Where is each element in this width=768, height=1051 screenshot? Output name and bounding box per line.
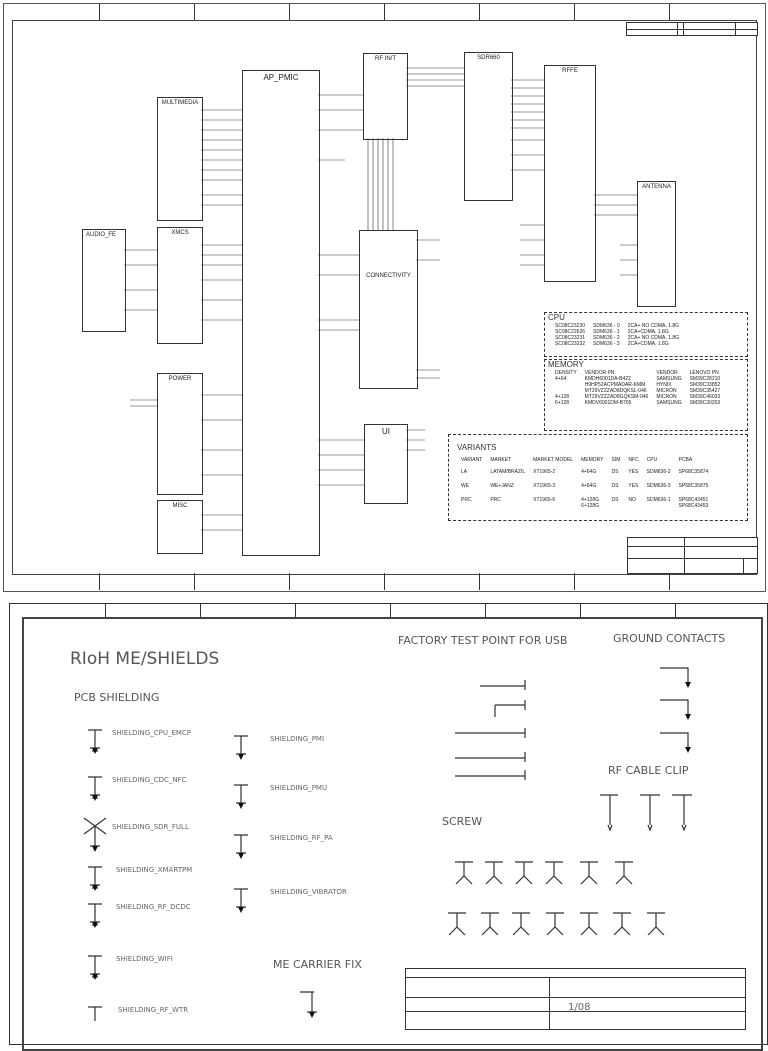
me-carrier-fix-heading: ME CARRIER FIX xyxy=(273,958,362,971)
ground-contacts-heading: GROUND CONTACTS xyxy=(613,632,726,645)
rf-cable-clip-heading: RF CABLE CLIP xyxy=(608,764,689,777)
pcb-shielding-heading: PCB SHIELDING xyxy=(74,691,160,704)
ground-symbol-icon xyxy=(88,903,102,926)
block-sdr: SDR660 xyxy=(464,52,513,201)
block-audio-fe-label: AUDIO_FE xyxy=(86,232,117,238)
shield-label: SHIELDING_XMARTPM xyxy=(116,866,193,874)
block-rffe-label: RFFE xyxy=(562,68,578,74)
block-rf-in-out: RF IN/T xyxy=(363,53,408,140)
block-xmcs-label: XMCS xyxy=(171,230,189,236)
screw-symbol-icon xyxy=(515,861,533,885)
shield-label: SHIELDING_RF_WTR xyxy=(118,1006,189,1014)
cpu-table-title: CPU xyxy=(548,313,565,322)
block-misc: MISC xyxy=(157,500,203,554)
shield-label: SHIELDING_VIBRATOR xyxy=(270,888,347,896)
screw-symbol-icon xyxy=(485,861,503,885)
block-multimedia-label: MULTIMEDIA xyxy=(161,100,199,106)
page-title: RIoH ME/SHIELDS xyxy=(70,649,220,669)
screw-symbol-icon xyxy=(512,912,530,936)
revision-block xyxy=(626,22,758,36)
shield-label: SHIELDING_CPU_EMCP xyxy=(112,729,192,737)
screw-symbol-icon xyxy=(546,912,564,936)
sheet-number: 1/08 xyxy=(568,1002,591,1013)
ground-symbol-icon xyxy=(234,784,248,804)
block-ap-pmic: AP_PMIC xyxy=(242,70,320,556)
block-rffe: RFFE xyxy=(544,65,596,282)
sheet-2-title-block: 1/08 xyxy=(405,968,746,1030)
memory-table-title: MEMORY xyxy=(548,360,584,369)
shield-label: SHIELDING_SDR_FULL xyxy=(112,823,189,831)
ground-symbol-icon xyxy=(234,735,248,755)
ground-symbol-icon xyxy=(88,866,102,889)
ground-symbol-icon xyxy=(88,955,102,978)
block-rf-in-out-label: RF IN/T xyxy=(375,56,396,62)
block-sdr-label: SDR660 xyxy=(477,55,500,61)
variants-table-title: VARIANTS xyxy=(457,443,497,452)
screw-symbol-icon xyxy=(613,912,631,936)
screw-symbol-icon xyxy=(580,912,598,936)
screw-symbol-icon xyxy=(580,861,598,885)
block-ui-label: UI xyxy=(382,427,390,436)
ground-symbol-icon xyxy=(88,1006,102,1021)
factory-test-heading: FACTORY TEST POINT FOR USB xyxy=(398,634,568,647)
block-misc-label: MISC xyxy=(172,503,188,509)
shield-label: SHIELDING_CDC_NFC xyxy=(112,776,187,784)
block-antenna: ANTENNA xyxy=(637,181,676,307)
block-power: POWER xyxy=(157,373,203,495)
block-power-label: POWER xyxy=(168,376,192,382)
shield-label: SHIELDING_RF_PA xyxy=(270,834,333,842)
block-ap-pmic-label: AP_PMIC xyxy=(263,73,299,82)
schematic-wires xyxy=(124,67,637,531)
block-antenna-label: ANTENNA xyxy=(642,184,671,190)
ground-symbol-icon xyxy=(234,888,248,908)
screw-symbol-icon xyxy=(455,861,473,885)
shield-label: SHIELDING_WIFI xyxy=(116,955,173,963)
shield-label: SHIELDING_PMI xyxy=(270,735,325,743)
sheet-1-title-block xyxy=(627,537,758,574)
screw-heading: SCREW xyxy=(442,815,483,828)
screw-symbol-icon xyxy=(448,912,466,936)
block-connectivity: CONNECTIVITY xyxy=(359,230,418,389)
block-audio-fe: AUDIO_FE xyxy=(82,229,126,332)
ground-symbol-icon xyxy=(234,834,248,854)
shield-label: SHIELDING_PMU xyxy=(270,784,328,792)
screw-symbol-icon xyxy=(481,912,499,936)
ground-symbol-icon xyxy=(83,817,107,847)
block-multimedia: MULTIMEDIA xyxy=(157,97,203,221)
block-ui: UI xyxy=(364,424,408,504)
block-xmcs: XMCS xyxy=(157,227,203,344)
ground-symbol-icon xyxy=(300,991,317,1013)
screw-symbol-icon xyxy=(647,912,665,936)
ground-symbol-icon xyxy=(88,729,102,752)
ground-symbol-icon xyxy=(88,776,102,799)
shield-label: SHIELDING_RF_DCDC xyxy=(116,903,191,911)
sheet-2-symbols xyxy=(83,667,692,1021)
screw-symbol-icon xyxy=(615,861,633,885)
block-connectivity-label: CONNECTIVITY xyxy=(366,273,411,279)
screw-symbol-icon xyxy=(545,861,563,885)
